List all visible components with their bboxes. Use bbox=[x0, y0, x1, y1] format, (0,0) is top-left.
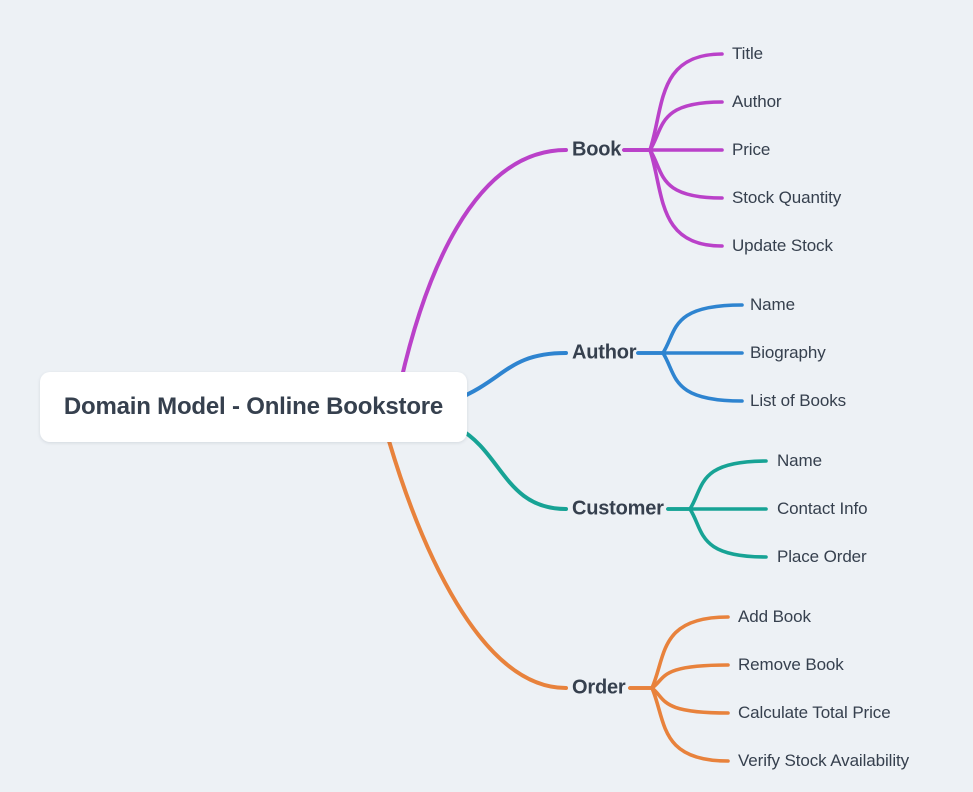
node-customer-name[interactable]: Name bbox=[777, 451, 822, 470]
edge-customer-place-order bbox=[666, 507, 768, 559]
node-book-title[interactable]: Title bbox=[732, 44, 763, 63]
node-book-author[interactable]: Author bbox=[732, 92, 782, 111]
node-book[interactable]: Book bbox=[572, 138, 622, 161]
edge-root-author bbox=[453, 351, 568, 402]
edge-order-remove-book bbox=[628, 663, 730, 690]
node-order-add-book[interactable]: Add Book bbox=[738, 607, 811, 626]
edge-customer-name bbox=[666, 459, 768, 511]
node-order-calculate-total-price[interactable]: Calculate Total Price bbox=[738, 703, 891, 722]
node-customer-contact-info[interactable]: Contact Info bbox=[777, 499, 868, 518]
node-author[interactable]: Author bbox=[572, 341, 637, 364]
node-order-remove-book[interactable]: Remove Book bbox=[738, 655, 844, 674]
edge-order-calculate-total-price bbox=[628, 686, 730, 715]
edge-author-list-of-books bbox=[636, 351, 744, 403]
edge-root-customer bbox=[456, 426, 568, 511]
node-order[interactable]: Order bbox=[572, 676, 626, 699]
edge-book-stock-quantity bbox=[622, 148, 724, 200]
edge-order-verify-stock-availability bbox=[628, 686, 730, 763]
node-author-biography[interactable]: Biography bbox=[750, 343, 826, 362]
node-author-name[interactable]: Name bbox=[750, 295, 795, 314]
edge-book-author bbox=[622, 100, 724, 152]
node-customer-place-order[interactable]: Place Order bbox=[777, 547, 867, 566]
node-customer[interactable]: Customer bbox=[572, 497, 664, 520]
edge-author-name bbox=[636, 303, 744, 355]
node-author-list-of-books[interactable]: List of Books bbox=[750, 391, 847, 410]
node-book-update-stock[interactable]: Update Stock bbox=[732, 236, 833, 255]
node-book-stock-quantity[interactable]: Stock Quantity bbox=[732, 188, 842, 207]
edge-order-add-book bbox=[628, 615, 730, 690]
node-order-verify-stock-availability[interactable]: Verify Stock Availability bbox=[738, 751, 910, 770]
node-book-price[interactable]: Price bbox=[732, 140, 771, 159]
node-root[interactable]: Domain Model - Online Bookstore bbox=[40, 372, 467, 442]
edge-book-update-stock bbox=[622, 148, 724, 248]
edge-root-order bbox=[387, 439, 568, 690]
